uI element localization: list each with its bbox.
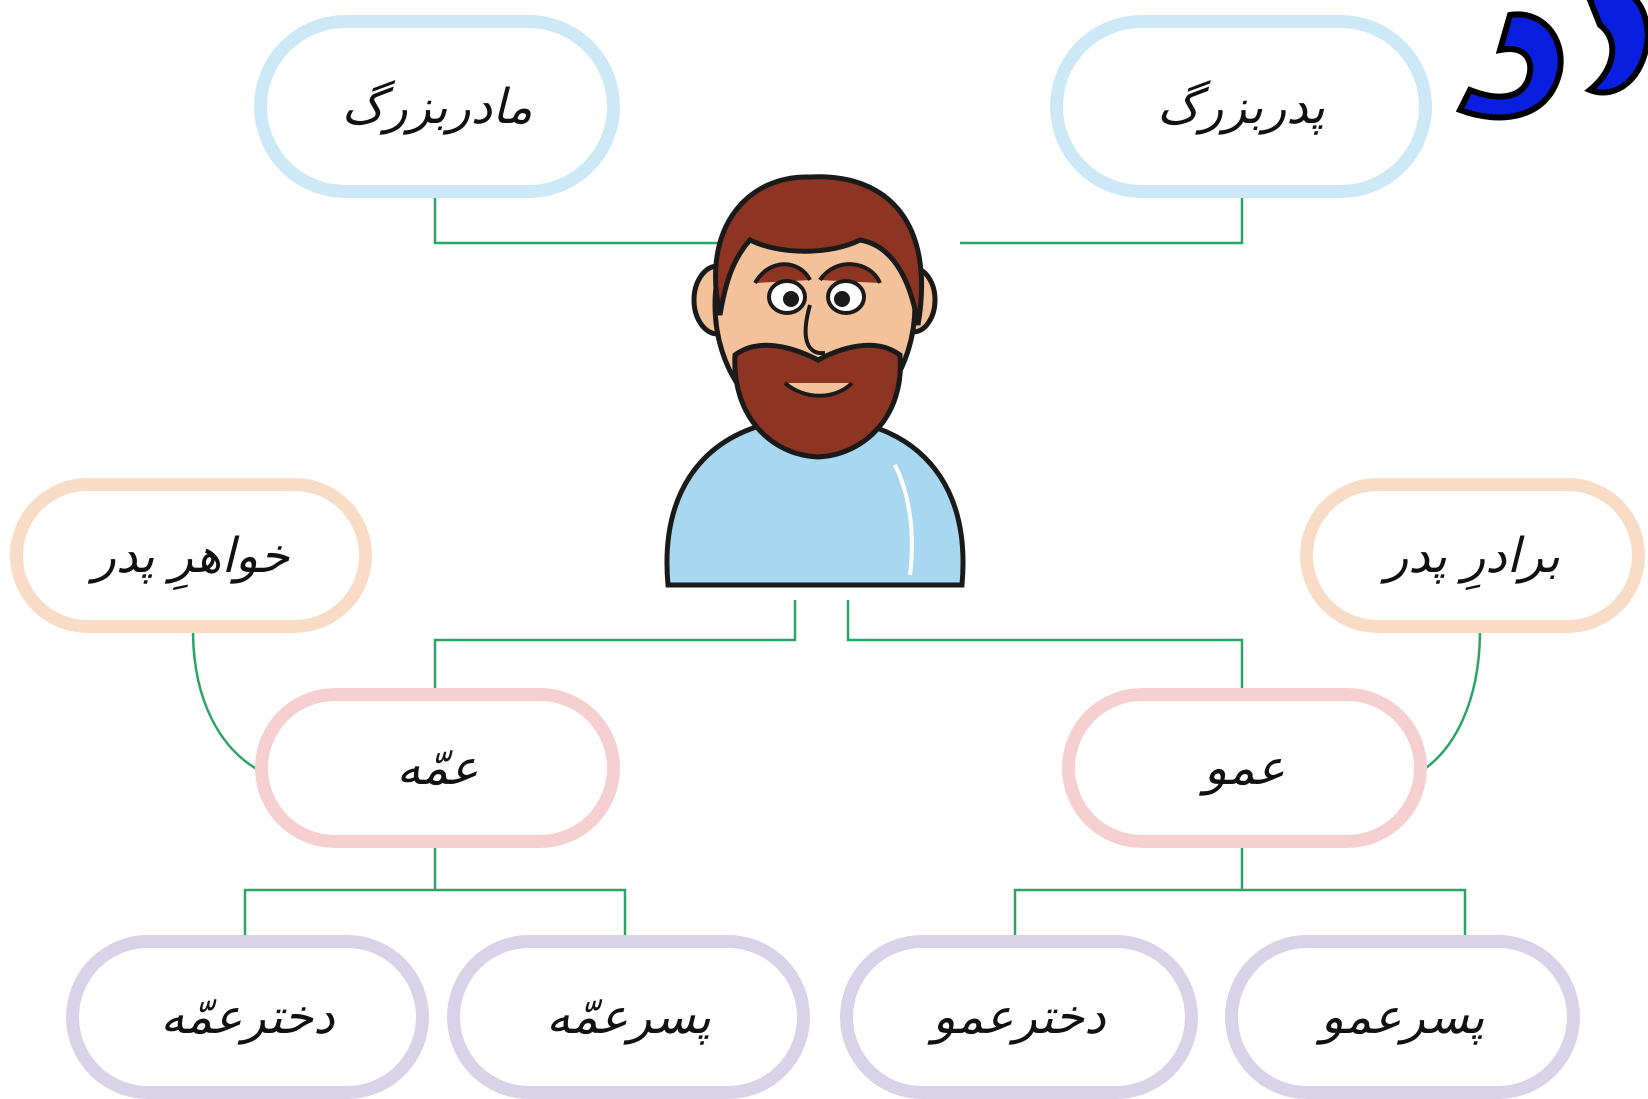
node-amoo-son: پسرعمو — [1225, 935, 1580, 1099]
connector-person-amme — [433, 600, 797, 700]
connector-brother-amoo — [1419, 629, 1482, 774]
node-fathers-brother-label: برادرِ پدر — [1385, 527, 1560, 584]
node-amoo-son-label: پسرعمو — [1320, 989, 1485, 1045]
connector-grandfather — [960, 195, 1244, 245]
node-fathers-sister: خواهرِ پدر — [10, 478, 372, 633]
node-amoo: عمو — [1062, 688, 1427, 848]
connector-amoo-children — [1013, 842, 1467, 940]
node-amoo-daughter-label: دخترعمو — [932, 989, 1106, 1045]
connector-person-amoo — [846, 600, 1244, 700]
node-amoo-label: عمو — [1203, 740, 1286, 796]
corner-letter-glyph — [1455, 0, 1648, 121]
connector-grandmother — [433, 195, 720, 245]
node-amme: عمّه — [255, 688, 620, 848]
connector-sister-amme — [191, 629, 263, 774]
node-fathers-brother: برادرِ پدر — [1300, 478, 1645, 633]
node-amme-daughter-label: دخترعمّه — [160, 989, 335, 1045]
node-grandfather-label: پدربزرگ — [1157, 78, 1325, 135]
node-amme-label: عمّه — [396, 740, 479, 796]
connector-amme-children — [243, 842, 627, 940]
node-grandmother: مادربزرگ — [254, 15, 620, 198]
node-amme-daughter: دخترعمّه — [66, 935, 429, 1099]
node-grandmother-label: مادربزرگ — [341, 78, 533, 135]
man-portrait-icon — [664, 174, 966, 588]
node-grandfather: پدربزرگ — [1050, 15, 1432, 198]
node-amoo-daughter: دخترعمو — [840, 935, 1198, 1099]
node-amme-son-label: پسرعمّه — [546, 989, 711, 1045]
node-fathers-sister-label: خواهرِ پدر — [92, 527, 290, 584]
node-amme-son: پسرعمّه — [447, 935, 810, 1099]
